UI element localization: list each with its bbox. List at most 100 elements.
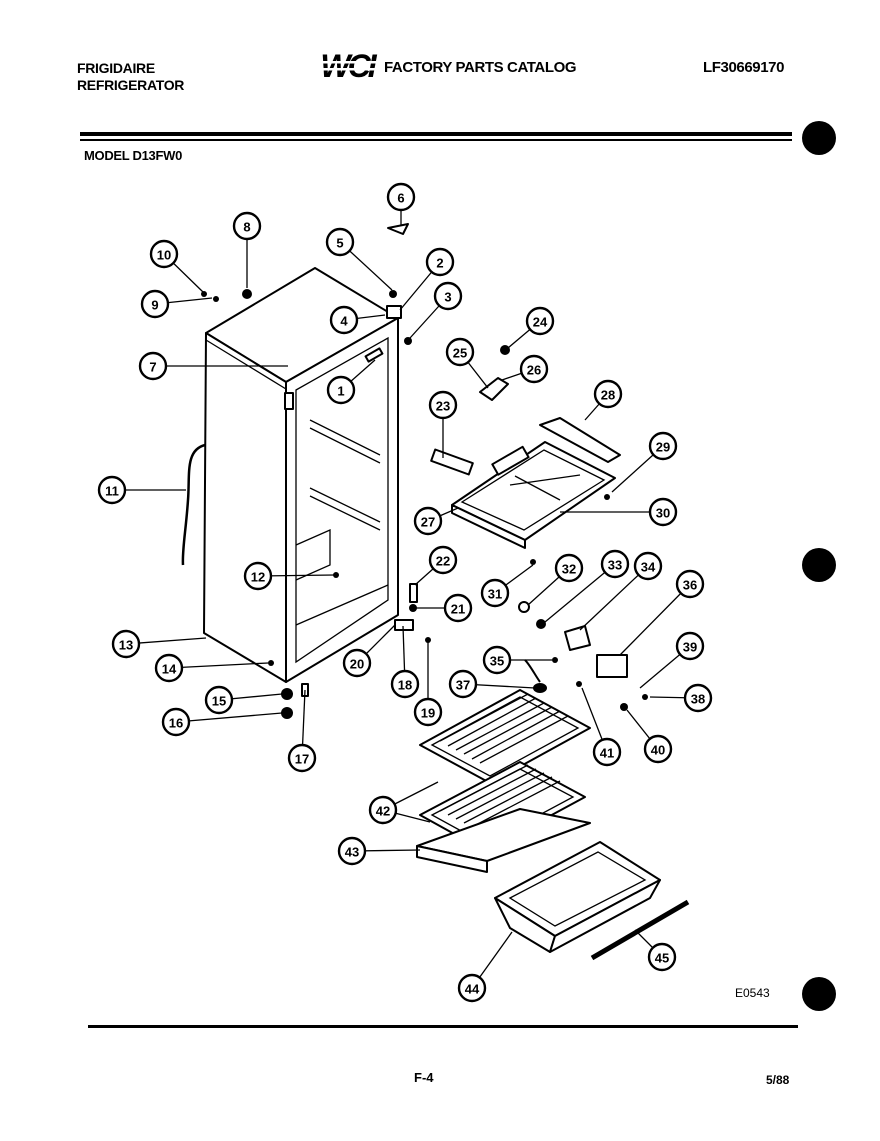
- callout-balloon-20: [342, 648, 372, 678]
- power-cord: [181, 443, 206, 566]
- drain-tube: [524, 659, 541, 683]
- brand-name: FRIGIDAIRE REFRIGERATOR: [77, 60, 184, 94]
- callout-number-41: 41: [600, 746, 614, 761]
- callout-balloon-29: [648, 431, 678, 461]
- callout-balloon-5: [325, 227, 355, 257]
- callout-balloon-23: [428, 390, 458, 420]
- callout-36: 36: [619, 569, 705, 656]
- callout-balloon-13: [111, 629, 141, 659]
- callout-leader-33: [544, 563, 616, 623]
- callout-number-19: 19: [421, 706, 435, 721]
- crisper-pan: [494, 841, 661, 953]
- callout-30: 30: [560, 497, 678, 527]
- callout-21: 21: [412, 593, 473, 623]
- callout-number-29: 29: [656, 440, 670, 455]
- callout-leader-14: [168, 662, 269, 669]
- callout-number-38: 38: [691, 692, 705, 707]
- callout-balloon-30: [648, 497, 678, 527]
- door-hinge-block: [491, 445, 530, 476]
- callout-balloon-12: [243, 561, 273, 591]
- callout-number-34: 34: [641, 560, 656, 575]
- bottom-hinge: [394, 619, 414, 631]
- callout-2: 2: [399, 247, 455, 311]
- callout-balloon-8: [232, 211, 262, 241]
- callout-balloon-32: [554, 553, 584, 583]
- callout-number-30: 30: [656, 506, 670, 521]
- callout-number-21: 21: [451, 602, 465, 617]
- wire-nut: [536, 619, 546, 629]
- model-label: MODEL D13FW0: [84, 148, 183, 163]
- callout-number-32: 32: [562, 562, 576, 577]
- hinge-pin: [404, 337, 412, 345]
- callout-balloon-19: [413, 697, 443, 727]
- callout-38: 38: [649, 683, 713, 713]
- callout-25: 25: [445, 337, 489, 389]
- brand-line-2: REFRIGERATOR: [77, 77, 185, 93]
- crisper-trim: [590, 899, 690, 961]
- cabinet-interior-step: [295, 529, 331, 581]
- door-stop: [409, 583, 418, 603]
- callout-balloon-11: [97, 475, 127, 505]
- callout-number-18: 18: [398, 678, 412, 693]
- page-number: F-4: [414, 1070, 434, 1085]
- callout-15: 15: [204, 685, 283, 715]
- callout-balloon-6: [386, 182, 416, 212]
- hinge-screw: [389, 290, 397, 298]
- callout-9: 9: [140, 289, 213, 319]
- callout-3: 3: [409, 281, 463, 339]
- callout-number-45: 45: [655, 951, 669, 966]
- callout-4: 4: [329, 305, 386, 335]
- callout-20: 20: [342, 624, 396, 678]
- callout-number-8: 8: [243, 220, 250, 235]
- freezer-door-bar: [539, 417, 621, 463]
- callout-number-13: 13: [119, 638, 133, 653]
- callout-balloon-24: [525, 306, 555, 336]
- callout-number-37: 37: [456, 678, 470, 693]
- callout-35: 35: [482, 645, 552, 675]
- leveling-leg: [281, 688, 293, 700]
- header-rule-thick: [80, 132, 792, 136]
- callout-number-35: 35: [490, 654, 504, 669]
- callout-18: 18: [390, 625, 420, 699]
- callout-balloon-18: [390, 669, 420, 699]
- callout-23: 23: [428, 390, 458, 458]
- callout-balloon-1: [326, 375, 356, 405]
- callout-number-3: 3: [444, 290, 451, 305]
- latch-screw: [500, 345, 510, 355]
- callout-balloon-28: [593, 379, 623, 409]
- cabinet-bracket: [284, 392, 294, 410]
- callout-29: 29: [611, 431, 678, 493]
- callout-balloon-35: [482, 645, 512, 675]
- callout-balloon-43: [337, 836, 367, 866]
- callout-balloon-34: [633, 551, 663, 581]
- callout-11: 11: [97, 475, 186, 505]
- top-hinge: [386, 305, 402, 319]
- catalog-number: LF30669170: [703, 59, 785, 76]
- callout-balloon-14: [154, 653, 184, 683]
- callout-balloon-22: [428, 545, 458, 575]
- callout-14: 14: [154, 653, 269, 683]
- callout-32: 32: [527, 553, 584, 606]
- callout-45: 45: [634, 929, 677, 972]
- callout-number-26: 26: [527, 363, 541, 378]
- callout-balloon-17: [287, 743, 317, 773]
- callout-number-16: 16: [169, 716, 183, 731]
- callout-number-5: 5: [336, 236, 343, 251]
- shelf-rail-2: [309, 487, 381, 523]
- callout-balloon-4: [329, 305, 359, 335]
- callout-number-2: 2: [436, 256, 443, 271]
- callout-number-40: 40: [651, 743, 665, 758]
- callout-balloon-33: [600, 549, 630, 579]
- callout-number-10: 10: [157, 248, 171, 263]
- cabinet: [203, 267, 399, 683]
- callout-31: 31: [480, 564, 534, 608]
- callout-balloon-25: [445, 337, 475, 367]
- latch: [479, 377, 509, 401]
- callout-number-31: 31: [488, 587, 502, 602]
- callout-number-20: 20: [350, 657, 364, 672]
- cabinet-side: [203, 332, 287, 683]
- header-rule-thin: [80, 139, 792, 141]
- callout-number-24: 24: [533, 315, 548, 330]
- callout-number-22: 22: [436, 554, 450, 569]
- wire-shelf-upper: [419, 689, 591, 784]
